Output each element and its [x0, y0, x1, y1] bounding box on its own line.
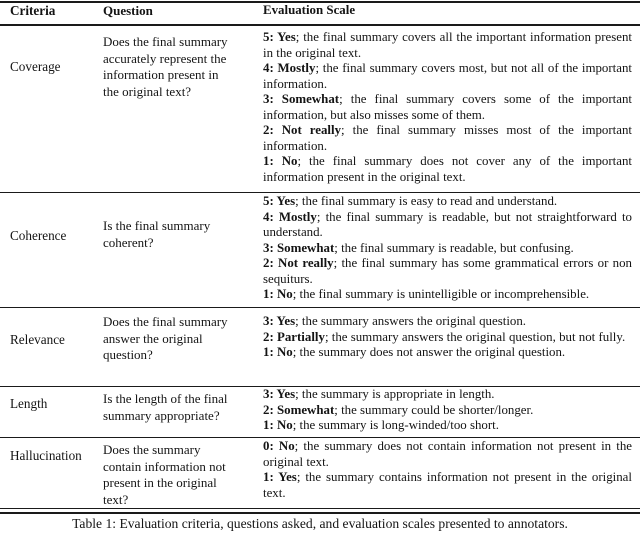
scale-item: 2: Partially; the summary answers the or… [263, 329, 626, 344]
question-cell: Does the final summary answer the origin… [103, 314, 228, 362]
table-row: Coherence Is the final summary coherent? 5… [0, 193, 640, 308]
scale-prefix: 1: Yes [263, 470, 297, 484]
question-cell: Is the length of the final summary appro… [103, 391, 228, 423]
scale-item: 0: No; the summary does not contain info… [263, 439, 633, 469]
scale-item: 3: Yes; the summary is appropriate in le… [263, 387, 495, 401]
scale-prefix: 4: Mostly [263, 209, 317, 224]
scale-cell: 3: Yes; the summary is appropriate in le… [263, 387, 632, 437]
scale-item: 4: Mostly; the final summary is readable… [263, 209, 632, 240]
table-row: Hallucination Does the summary contain in… [0, 438, 640, 508]
column-header-question: Question [103, 3, 153, 18]
scale-prefix: 3: Somewhat [263, 92, 340, 106]
scale-item: 1: No; the summary is long-winded/too sh… [263, 418, 499, 432]
scale-item: 4: Mostly; the final summary covers most… [263, 61, 632, 91]
scale-item: 5: Yes; the final summary covers all the… [263, 30, 632, 60]
scale-prefix: 5: Yes [263, 30, 296, 44]
scale-prefix: 2: Partially [263, 329, 325, 344]
table-bottom-rule [0, 508, 640, 514]
scale-item: 1: No; the final summary is unintelligib… [263, 287, 590, 301]
scale-prefix: 2: Somewhat [263, 402, 335, 417]
scale-item: 1: No; the summary does not answer the o… [263, 345, 566, 359]
scale-cell: 5: Yes; the final summary covers all the… [263, 26, 632, 192]
scale-cell: 5: Yes; the final summary is easy to rea… [263, 193, 632, 307]
scale-prefix: 2: Not really [263, 123, 342, 137]
scale-prefix: 5: Yes [263, 194, 296, 208]
scale-prefix: 1: No [263, 345, 293, 359]
scale-item: 3: Somewhat; the final summary covers so… [263, 92, 632, 122]
column-header-evaluation-scale: Evaluation Scale [263, 3, 356, 17]
table-row: Relevance Does the final summary answer t… [0, 308, 640, 387]
scale-item: 2: Somewhat; the summary could be shorte… [263, 402, 534, 417]
criteria-cell: Relevance [10, 332, 65, 347]
table-caption: Table 1: Evaluation criteria, questions … [72, 515, 568, 531]
scale-item: 5: Yes; the final summary is easy to rea… [263, 194, 558, 208]
table-body: Coverage Does the final summary accuratel… [0, 26, 640, 508]
scale-prefix: 3: Yes [263, 387, 296, 401]
scale-prefix: 0: No [263, 439, 295, 453]
criteria-cell: Length [10, 396, 48, 411]
scale-item: 1: No; the final summary does not cover … [263, 154, 632, 184]
scale-prefix: 3: Yes [263, 314, 296, 328]
criteria-cell: Coherence [10, 228, 67, 243]
scale-prefix: 4: Mostly [263, 61, 316, 75]
scale-prefix: 1: No [263, 418, 293, 432]
scale-item: 3: Somewhat; the final summary is readab… [263, 240, 574, 255]
scale-prefix: 1: No [263, 154, 298, 168]
question-cell: Does the final summary accurately repres… [103, 34, 228, 99]
scale-prefix: 1: No [263, 287, 293, 301]
scale-prefix: 2: Not really [263, 256, 334, 270]
criteria-cell: Hallucination [10, 448, 82, 463]
scale-cell: 3: Yes; the summary answers the original… [263, 308, 632, 386]
scale-prefix: 3: Somewhat [263, 240, 335, 255]
table-header-row: Criteria Question Evaluation Scale [0, 1, 640, 26]
scale-cell: 0: No; the summary does not contain info… [263, 438, 632, 508]
question-cell: Is the final summary coherent? [103, 218, 211, 250]
table-row: Length Is the length of the final summary… [0, 387, 640, 438]
criteria-cell: Coverage [10, 59, 61, 74]
question-cell: Does the summary contain information not… [103, 442, 226, 507]
scale-item: 3: Yes; the summary answers the original… [263, 314, 527, 328]
scale-item: 1: Yes; the summary contains information… [263, 470, 632, 500]
column-header-criteria: Criteria [10, 3, 56, 18]
table-row: Coverage Does the final summary accuratel… [0, 26, 640, 193]
scale-item: 2: Not really; the final summary misses … [263, 123, 632, 153]
scale-item: 2: Not really; the final summary has som… [263, 256, 632, 286]
